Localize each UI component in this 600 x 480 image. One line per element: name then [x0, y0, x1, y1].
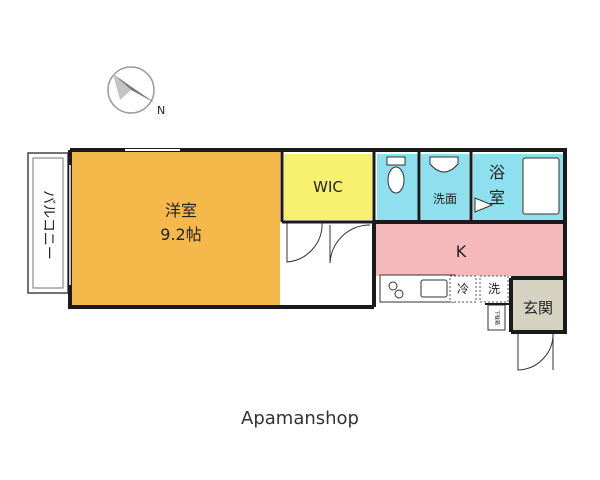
compass-icon: N	[107, 66, 165, 117]
kitchen-room	[376, 224, 563, 276]
bath-label-line2: 室	[489, 188, 505, 207]
washer-space	[479, 275, 509, 303]
entrance-label: 玄関	[523, 299, 553, 317]
wic-label: WIC	[313, 178, 343, 196]
western-room-size: 9.2帖	[160, 225, 201, 244]
toilet-tank	[386, 156, 406, 166]
sink-icon	[420, 279, 448, 298]
toilet-icon	[387, 166, 405, 194]
western-room	[72, 150, 280, 305]
compass-needle-light	[113, 74, 131, 100]
washroom-label: 洗面	[433, 192, 457, 206]
kitchen-counter	[379, 274, 456, 303]
washbasin-icon	[429, 156, 459, 173]
outer-wall-top-right	[70, 148, 567, 334]
shoe-box-label: 下駄箱	[494, 310, 501, 325]
brand-logo-text: Apamanshop	[241, 408, 359, 429]
wic-room	[284, 154, 372, 220]
balcony-inner	[32, 157, 64, 289]
entrance-area	[513, 280, 563, 330]
compass-north-label: N	[157, 104, 165, 117]
door-swing-western	[329, 224, 371, 264]
balcony-label: バルコニー	[40, 190, 56, 260]
washer-label: 洗	[488, 282, 500, 296]
fridge-space	[449, 275, 477, 303]
kitchen-label: K	[456, 242, 467, 261]
balcony-area	[27, 152, 69, 294]
bath-label-line1: 浴	[489, 163, 505, 182]
stove-burner-icon	[388, 281, 398, 291]
bath-door-icon	[474, 197, 494, 213]
western-room-name: 洋室	[165, 201, 197, 220]
door-swing-wic	[286, 221, 323, 263]
compass-needle-dark	[113, 74, 155, 103]
interior-walls	[280, 150, 473, 224]
stove-burner-icon	[394, 289, 404, 299]
fridge-label: 冷	[457, 282, 469, 296]
bathtub-icon	[522, 157, 560, 215]
door-swing-entrance	[517, 332, 554, 371]
